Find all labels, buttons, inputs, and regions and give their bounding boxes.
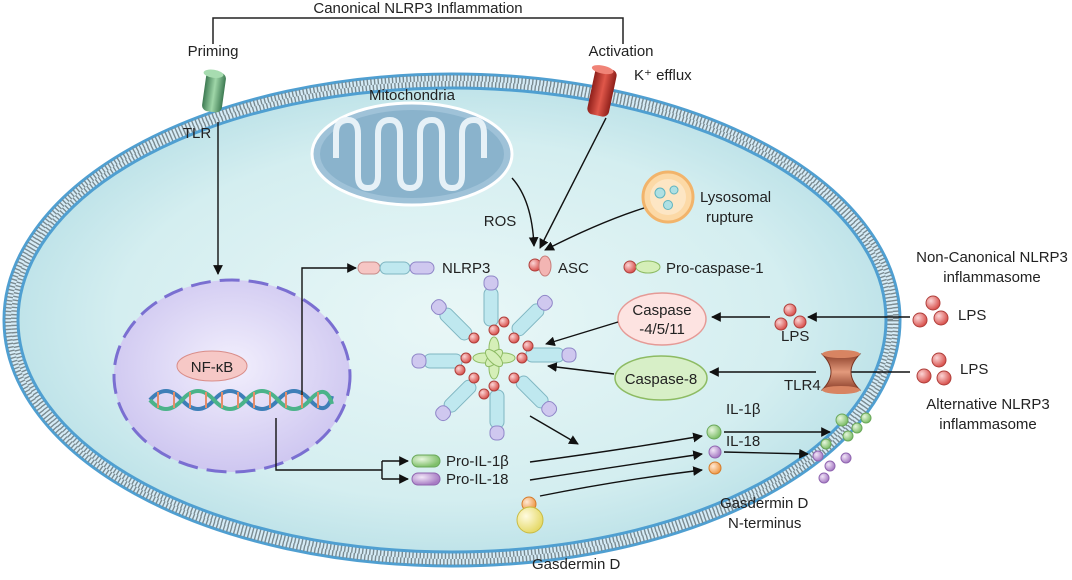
nfkb-badge: NF-κB bbox=[176, 350, 248, 382]
ros-label: ROS bbox=[484, 213, 517, 230]
caspase-4511-label-2: -4/5/11 bbox=[639, 321, 685, 338]
gasdermin-d-label: Gasdermin D bbox=[532, 556, 621, 573]
noncanonical-label-1: Non-Canonical NLRP3 bbox=[916, 249, 1068, 266]
gsdmd-nt-label-1: Gasdermin D bbox=[720, 495, 809, 512]
mitochondria-icon bbox=[310, 101, 514, 207]
caspase-4-5-11-badge: Caspase -4/5/11 bbox=[617, 292, 707, 346]
processing-arrows bbox=[529, 427, 831, 497]
activation-label: Activation bbox=[588, 43, 653, 60]
noncanonical-label-2: inflammasome bbox=[943, 269, 1041, 286]
activation-arrows bbox=[213, 117, 645, 275]
gsdmd-nt-ball bbox=[708, 461, 722, 475]
pro-il-18-icon bbox=[411, 472, 441, 486]
lysosome-icon bbox=[641, 170, 695, 224]
tlr-channel-icon bbox=[202, 69, 226, 113]
caspase-arrows bbox=[529, 312, 910, 445]
lps-outer-icon-1 bbox=[912, 295, 949, 328]
alternative-label-1: Alternative NLRP3 bbox=[926, 396, 1049, 413]
il-1b-label: IL-1β bbox=[726, 401, 761, 418]
nlrp3-spokes bbox=[411, 275, 577, 441]
transcription-arrows bbox=[275, 263, 409, 484]
pro-caspase-1-icon bbox=[623, 260, 661, 274]
lps-inner-label: LPS bbox=[781, 328, 809, 345]
nlrp3-label: NLRP3 bbox=[442, 260, 490, 277]
il-18-ball bbox=[708, 445, 722, 459]
caspase-8-label: Caspase-8 bbox=[625, 371, 698, 388]
canonical-bracket: Canonical NLRP3 Inflammation Priming Act… bbox=[188, 0, 654, 60]
caspase-4511-label-1: Caspase bbox=[632, 302, 691, 319]
dna-icon bbox=[148, 389, 334, 411]
caspase-flower bbox=[472, 336, 516, 380]
lps-inner-icon bbox=[774, 303, 807, 331]
pro-caspase-1-label: Pro-caspase-1 bbox=[666, 260, 764, 277]
asc-label: ASC bbox=[558, 260, 589, 277]
k-efflux-label: K⁺ efflux bbox=[634, 67, 692, 84]
alternative-label-2: inflammasome bbox=[939, 416, 1037, 433]
lps-outer-icon-2 bbox=[916, 352, 952, 386]
il-18-label: IL-18 bbox=[726, 433, 760, 450]
lps-outer-label-2: LPS bbox=[960, 361, 988, 378]
il-1b-ball bbox=[706, 424, 722, 440]
canonical-title: Canonical NLRP3 Inflammation bbox=[313, 0, 522, 17]
pro-il-18-label: Pro-IL-18 bbox=[446, 471, 509, 488]
gasdermin-d-icon bbox=[516, 496, 544, 534]
nlrp3-icon bbox=[357, 261, 435, 275]
nfkb-label: NF-κB bbox=[191, 359, 234, 376]
lps-outer-label-1: LPS bbox=[958, 307, 986, 324]
inflammasome-complex-icon bbox=[411, 275, 577, 441]
caspase-8-badge: Caspase-8 bbox=[614, 355, 708, 401]
asc-icon bbox=[528, 255, 552, 277]
pro-il-1b-label: Pro-IL-1β bbox=[446, 453, 509, 470]
mitochondria-label: Mitochondria bbox=[369, 87, 456, 104]
tlr-label: TLR bbox=[183, 125, 212, 142]
gsdmd-nt-label-2: N-terminus bbox=[728, 515, 801, 532]
pro-il-1b-icon bbox=[411, 454, 441, 468]
released-cytokines bbox=[812, 412, 872, 484]
tlr4-label: TLR4 bbox=[784, 377, 821, 394]
lysosomal-label-1: Lysosomal bbox=[700, 189, 771, 206]
priming-label: Priming bbox=[188, 43, 239, 60]
lysosomal-label-2: rupture bbox=[706, 209, 754, 226]
tlr4-channel-icon bbox=[820, 350, 862, 394]
asc-ring bbox=[454, 316, 534, 400]
k-channel-icon bbox=[587, 65, 617, 117]
